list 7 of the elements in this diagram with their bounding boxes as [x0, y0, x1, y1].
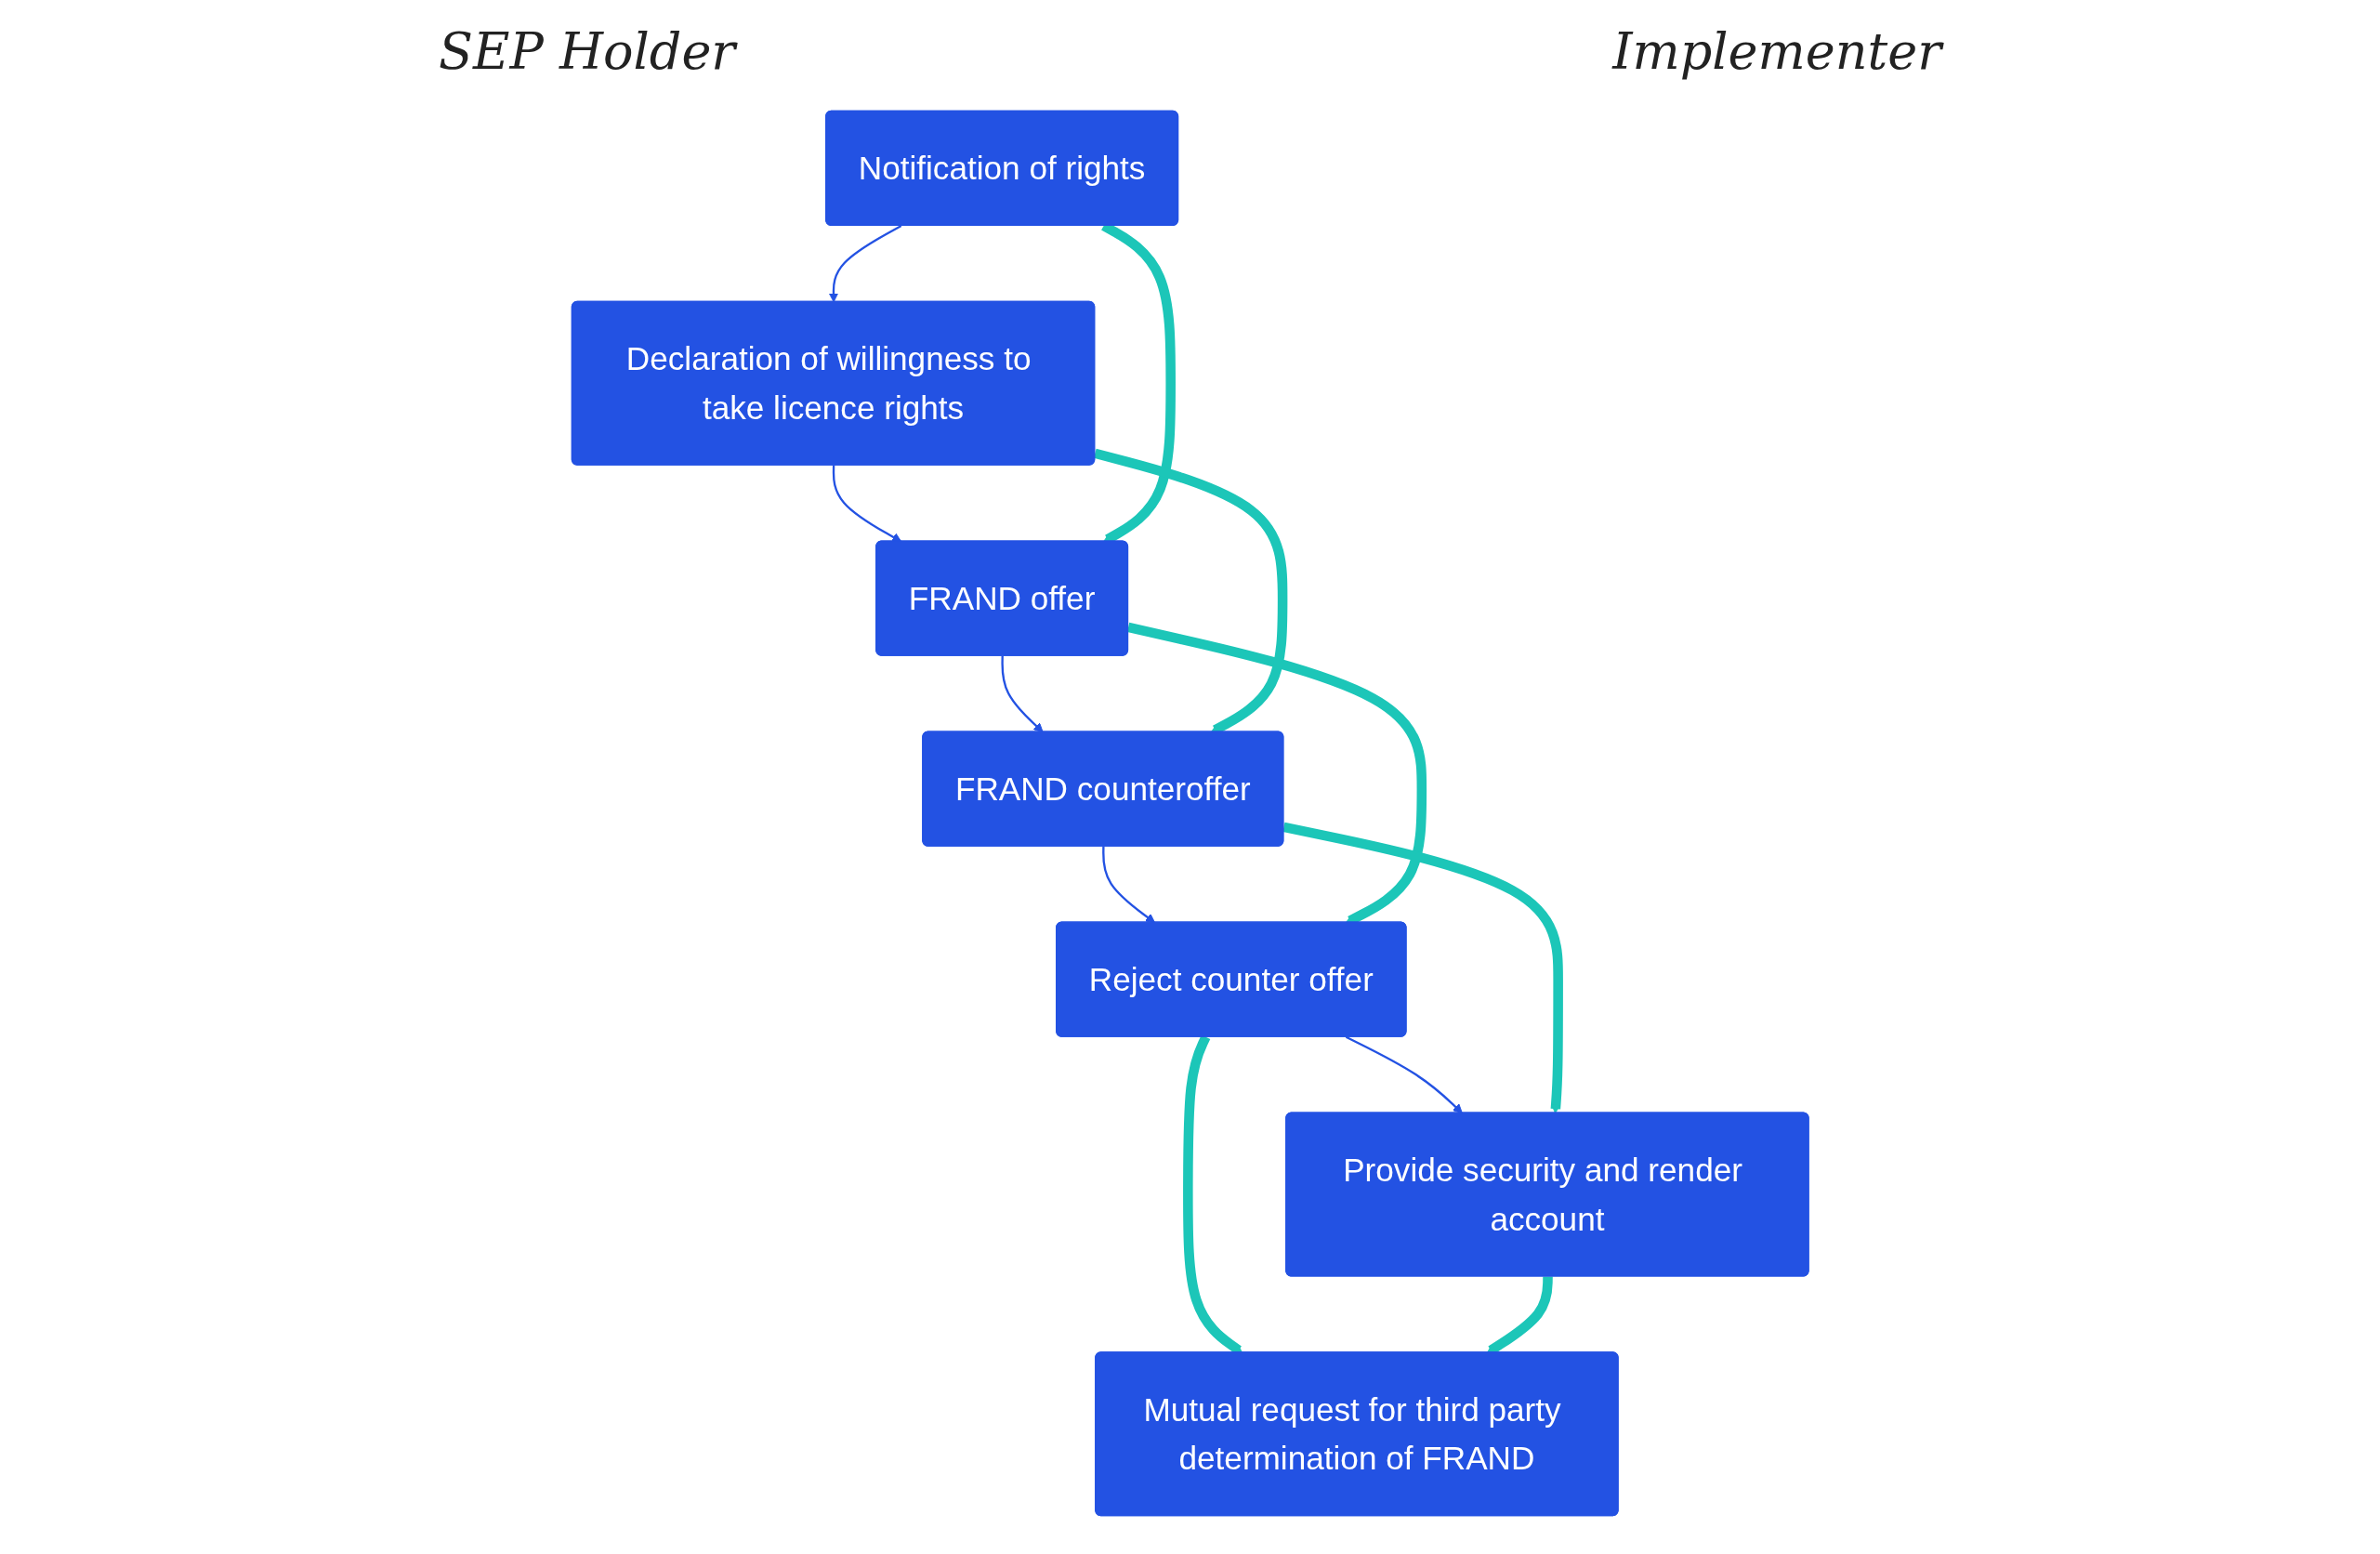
arrow — [1001, 655, 1044, 733]
arrow — [1345, 1035, 1463, 1114]
arrow — [1101, 846, 1155, 924]
arrow — [1282, 822, 1563, 1114]
arrow — [828, 224, 902, 303]
arrow — [832, 465, 901, 543]
column-heading: SEP Holder — [439, 21, 736, 81]
